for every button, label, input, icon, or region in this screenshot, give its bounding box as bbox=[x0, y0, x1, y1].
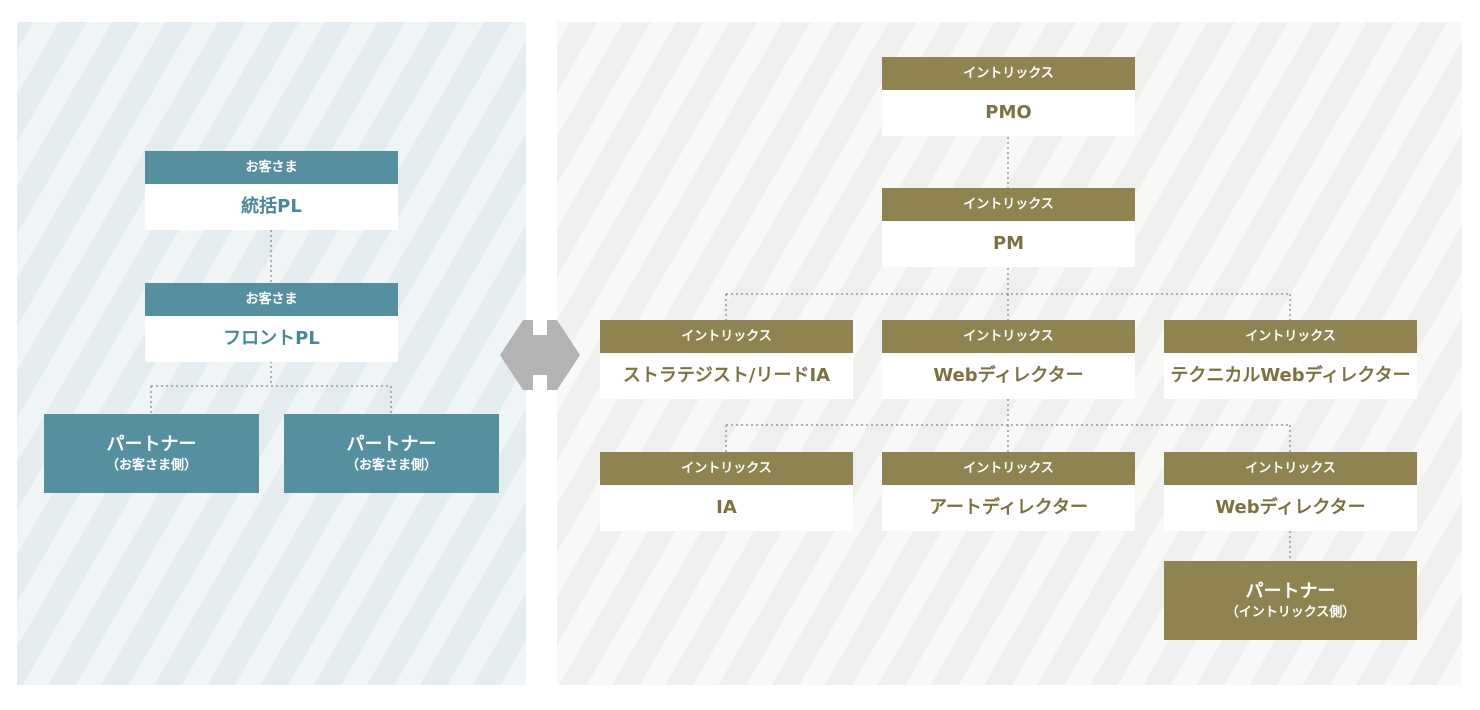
role-label: PM bbox=[882, 221, 1135, 267]
partner-label: パートナー bbox=[106, 433, 197, 455]
pm-box: イントリックス PM bbox=[882, 188, 1135, 267]
strategist-box: イントリックス ストラテジスト/リードIA bbox=[600, 320, 853, 399]
art-director-box: イントリックス アートディレクター bbox=[882, 452, 1135, 531]
partner-note: （お客さま側） bbox=[345, 457, 437, 473]
ia-box: イントリックス IA bbox=[600, 452, 853, 531]
org-label: イントリックス bbox=[882, 320, 1135, 353]
role-label: フロントPL bbox=[145, 316, 398, 362]
org-label: イントリックス bbox=[882, 188, 1135, 221]
double-arrow-icon bbox=[500, 320, 580, 390]
technical-web-director-box: イントリックス テクニカルWebディレクター bbox=[1164, 320, 1417, 399]
partner-label: パートナー bbox=[346, 433, 437, 455]
pmo-box: イントリックス PMO bbox=[882, 57, 1135, 136]
role-label: PMO bbox=[882, 90, 1135, 136]
org-label: イントリックス bbox=[1164, 320, 1417, 353]
role-label: Webディレクター bbox=[1164, 485, 1417, 531]
org-label: イントリックス bbox=[600, 320, 853, 353]
role-label: テクニカルWebディレクター bbox=[1164, 353, 1417, 399]
web-director-sub-box: イントリックス Webディレクター bbox=[1164, 452, 1417, 531]
partner-label: パートナー bbox=[1245, 580, 1336, 602]
org-label: お客さま bbox=[145, 283, 398, 316]
org-label: イントリックス bbox=[882, 452, 1135, 485]
role-label: Webディレクター bbox=[882, 353, 1135, 399]
partner-note: （イントリックス側） bbox=[1225, 604, 1356, 620]
role-label: IA bbox=[600, 485, 853, 531]
role-label: 統括PL bbox=[145, 184, 398, 230]
web-director-box: イントリックス Webディレクター bbox=[882, 320, 1135, 399]
customer-partner-box-2: パートナー （お客さま側） bbox=[284, 414, 499, 493]
intrix-partner-box: パートナー （イントリックス側） bbox=[1164, 561, 1417, 640]
role-label: ストラテジスト/リードIA bbox=[600, 353, 853, 399]
org-label: イントリックス bbox=[1164, 452, 1417, 485]
role-label: アートディレクター bbox=[882, 485, 1135, 531]
overall-pl-box: お客さま 統括PL bbox=[145, 151, 398, 230]
org-label: イントリックス bbox=[882, 57, 1135, 90]
partner-note: （お客さま側） bbox=[105, 457, 197, 473]
org-label: お客さま bbox=[145, 151, 398, 184]
customer-partner-box-1: パートナー （お客さま側） bbox=[44, 414, 259, 493]
org-label: イントリックス bbox=[600, 452, 853, 485]
front-pl-box: お客さま フロントPL bbox=[145, 283, 398, 362]
